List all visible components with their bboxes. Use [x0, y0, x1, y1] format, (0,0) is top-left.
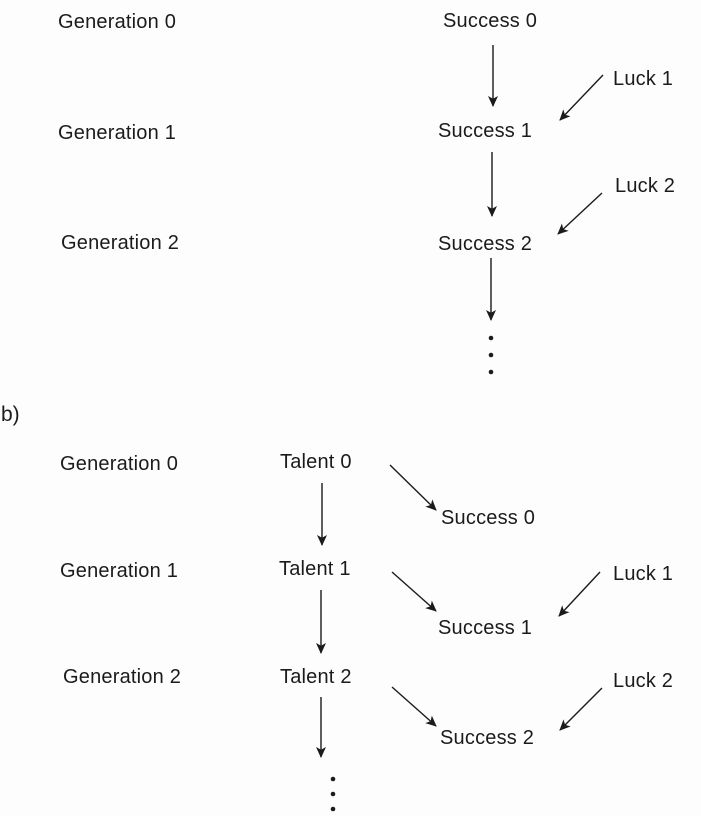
arrow-a-luck2-to-success2 — [557, 192, 603, 235]
b-luck-2-node: Luck 2 — [613, 670, 674, 692]
arrow-b-talent2-to-success2 — [391, 686, 437, 727]
b-luck-1-node: Luck 1 — [613, 563, 674, 585]
a-generation-0-label: Generation 0 — [58, 11, 177, 33]
b-success-0-node: Success 0 — [441, 507, 536, 529]
arrow-b-luck1-to-success1 — [558, 571, 601, 617]
arrow-b-talent0-to-success0 — [389, 464, 437, 511]
arrow-b-talent1-to-success1 — [391, 571, 437, 612]
b-vertical-ellipsis — [330, 776, 336, 812]
panel-b-label: b) — [1, 403, 20, 426]
a-generation-2-label: Generation 2 — [61, 232, 180, 254]
b-success-1-node: Success 1 — [438, 617, 533, 639]
b-talent-1-node: Talent 1 — [279, 558, 351, 580]
b-talent-0-node: Talent 0 — [280, 451, 352, 473]
a-vertical-ellipsis — [488, 335, 494, 375]
arrow-a-luck1-to-success1 — [559, 74, 604, 121]
a-success-1-node: Success 1 — [438, 120, 533, 142]
b-generation-0-label: Generation 0 — [60, 453, 179, 475]
b-generation-2-label: Generation 2 — [63, 666, 182, 688]
a-success-0-node: Success 0 — [443, 10, 538, 32]
b-talent-2-node: Talent 2 — [280, 666, 352, 688]
a-luck-2-node: Luck 2 — [615, 175, 676, 197]
b-generation-1-label: Generation 1 — [60, 560, 179, 582]
arrow-b-luck2-to-success2 — [559, 687, 603, 731]
a-luck-1-node: Luck 1 — [613, 68, 674, 90]
b-success-2-node: Success 2 — [440, 727, 535, 749]
a-success-2-node: Success 2 — [438, 233, 533, 255]
a-generation-1-label: Generation 1 — [58, 122, 177, 144]
